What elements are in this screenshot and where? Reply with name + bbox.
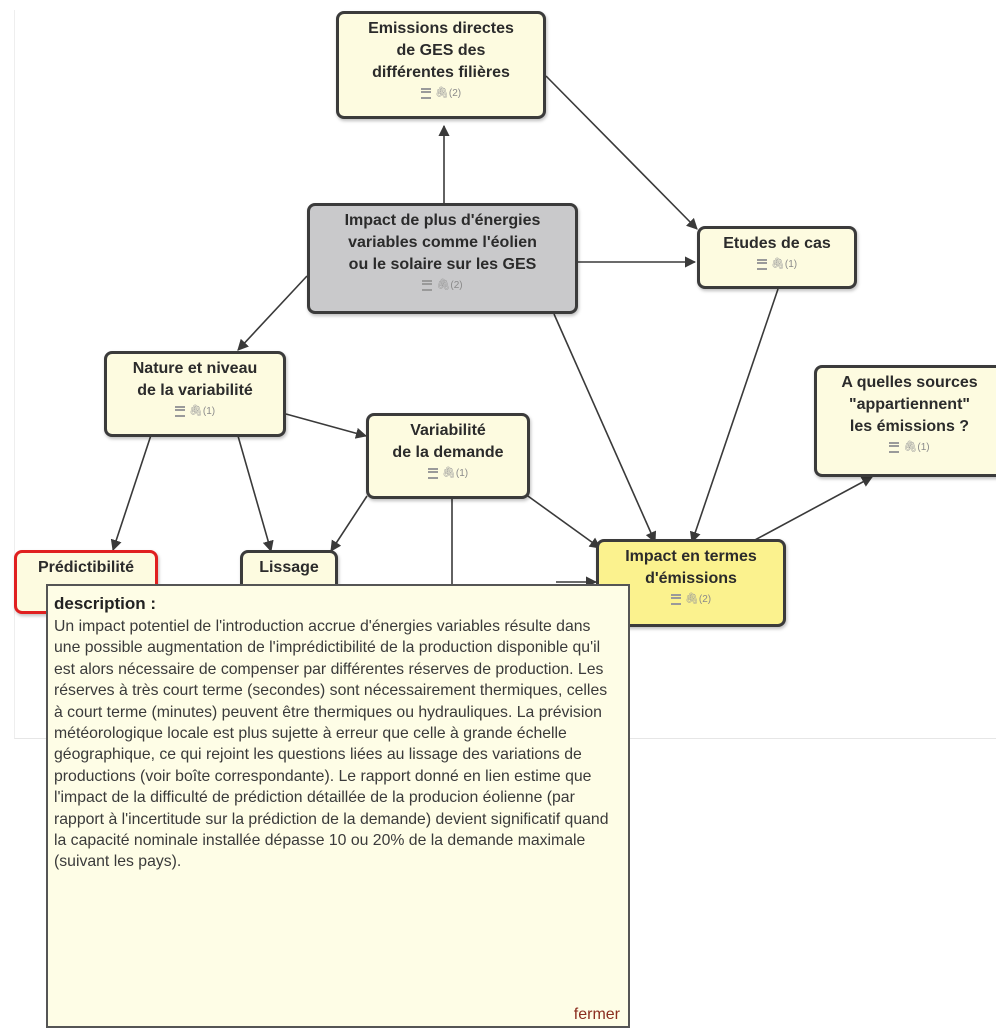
list-icon[interactable] (756, 258, 767, 270)
link-count: (2) (698, 594, 712, 605)
paperclip-icon[interactable]: 🖇 (434, 87, 449, 99)
link-count: (2) (448, 88, 462, 99)
node-etudes-de-cas[interactable]: Etudes de cas 🖇(1) (697, 226, 857, 289)
paperclip-icon[interactable]: 🖇 (441, 467, 456, 479)
list-icon[interactable] (174, 405, 185, 417)
node-title: Nature et niveau de la variabilité (132, 360, 258, 399)
node-title: Impact de plus d'énergies variables comm… (344, 212, 541, 273)
node-title: Etudes de cas (723, 235, 831, 252)
list-icon[interactable] (889, 441, 900, 453)
link-count: (1) (202, 406, 216, 417)
description-popup: description : Un impact potentiel de l'i… (46, 584, 630, 1028)
link-count: (1) (917, 442, 930, 453)
node-title: Variabilité de la demande (392, 422, 504, 461)
link-count: (1) (784, 259, 798, 270)
paperclip-icon[interactable]: 🖇 (436, 279, 451, 291)
node-impact-central[interactable]: Impact de plus d'énergies variables comm… (307, 203, 578, 314)
popup-description-text: Un impact potentiel de l'introduction ac… (54, 618, 609, 871)
node-impact-emissions[interactable]: Impact en termes d'émissions 🖇(2) (596, 539, 786, 627)
close-link[interactable]: fermer (573, 1006, 620, 1023)
link-count: (1) (455, 468, 469, 479)
node-nature-variabilite[interactable]: Nature et niveau de la variabilité 🖇(1) (104, 351, 286, 437)
paperclip-icon[interactable]: 🖇 (903, 441, 918, 453)
list-icon[interactable] (422, 279, 433, 291)
list-icon[interactable] (670, 593, 681, 605)
list-icon[interactable] (427, 467, 438, 479)
node-title: Impact en termes d'émissions (625, 548, 757, 587)
list-icon[interactable] (420, 87, 431, 99)
node-title: A quelles sources "appartiennent" les ém… (841, 374, 978, 435)
node-title: Lissage (259, 559, 319, 576)
link-count: (2) (450, 280, 463, 291)
paperclip-icon[interactable]: 🖇 (684, 593, 699, 605)
paperclip-icon[interactable]: 🖇 (770, 258, 785, 270)
node-emissions-directes[interactable]: Emissions directes de GES des différente… (336, 11, 546, 119)
popup-label: description : (54, 594, 157, 613)
node-quelles-sources[interactable]: A quelles sources "appartiennent" les ém… (814, 365, 996, 477)
node-variabilite-demande[interactable]: Variabilité de la demande 🖇(1) (366, 413, 530, 499)
paperclip-icon[interactable]: 🖇 (188, 405, 203, 417)
node-title: Emissions directes de GES des différente… (368, 20, 514, 81)
node-title: Prédictibilité (37, 559, 135, 576)
